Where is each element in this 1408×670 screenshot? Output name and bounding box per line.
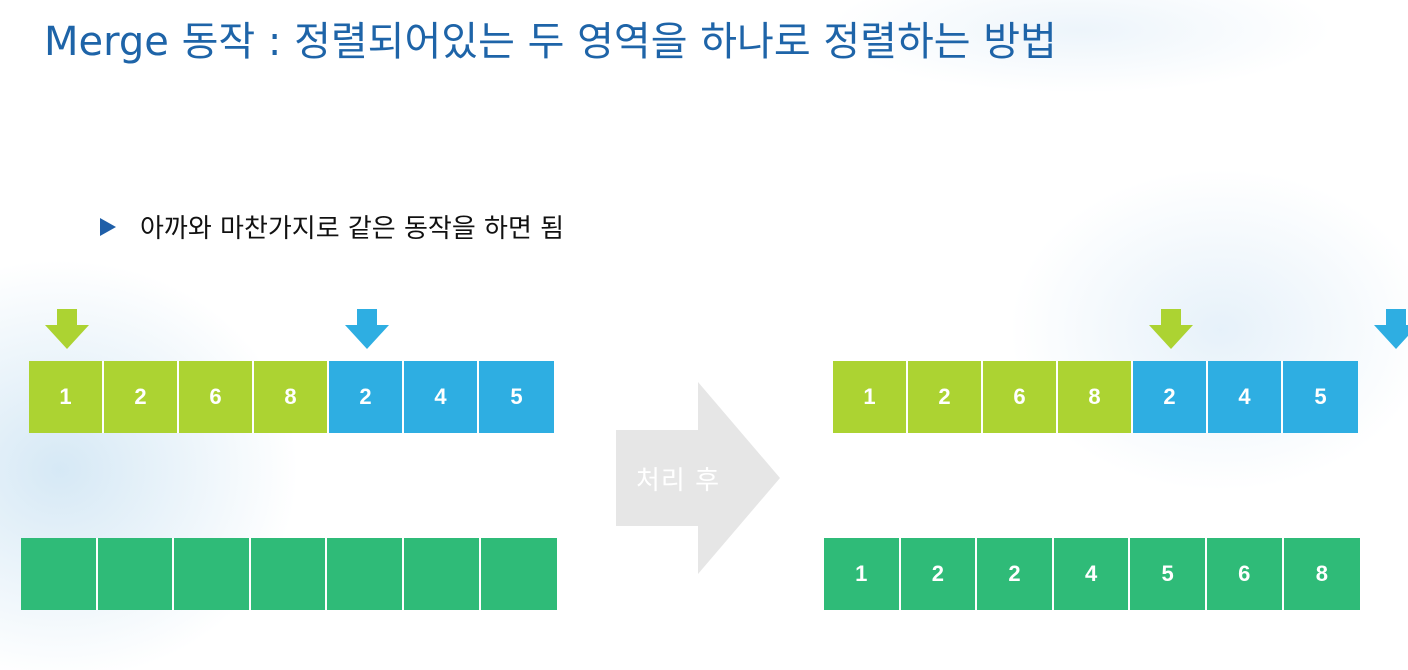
- process-arrow-label: 처리 후: [635, 466, 721, 496]
- before-source-cell: 6: [179, 361, 254, 433]
- process-arrow: 처리 후: [616, 382, 780, 574]
- before-source-cell: 1: [29, 361, 104, 433]
- after-source-cell: 5: [1283, 361, 1358, 433]
- before-result-cell: [327, 538, 404, 610]
- after-result-cell: 8: [1283, 538, 1361, 610]
- before-result-array: [21, 538, 558, 610]
- before-source-cell: 5: [479, 361, 554, 433]
- after-source-cell: 8: [1058, 361, 1133, 433]
- triangle-right-icon: [100, 217, 116, 236]
- after-result-cell: 2: [900, 538, 978, 610]
- after-result-cell: 5: [1130, 538, 1207, 610]
- right-pointer-arrow-icon: [1373, 309, 1408, 349]
- after-source-cell: 2: [908, 361, 983, 433]
- after-source-cell: 1: [833, 361, 908, 433]
- bullet-point: 아까와 마찬가지로 같은 동작을 하면 됨: [100, 208, 564, 245]
- before-source-cell: 8: [254, 361, 329, 433]
- right-pointer-arrow-icon: [344, 309, 389, 349]
- before-result-cell: [174, 538, 251, 610]
- before-result-cell: [21, 538, 98, 610]
- before-source-cell: 2: [104, 361, 179, 433]
- after-result-cell: 1: [824, 538, 901, 610]
- after-result-cell: 2: [977, 538, 1054, 610]
- before-result-cell: [250, 538, 328, 610]
- before-result-cell: [403, 538, 481, 610]
- after-source-cell: 2: [1133, 361, 1208, 433]
- after-result-cell: 4: [1053, 538, 1131, 610]
- before-result-cell: [97, 538, 175, 610]
- after-result-cell: 6: [1206, 538, 1284, 610]
- bullet-text: 아까와 마찬가지로 같은 동작을 하면 됨: [140, 214, 565, 244]
- process-arrow-icon: [616, 382, 780, 574]
- after-source-cell: 6: [983, 361, 1058, 433]
- before-result-cell: [480, 538, 558, 610]
- before-source-cell: 4: [404, 361, 479, 433]
- after-source-cell: 4: [1208, 361, 1283, 433]
- left-pointer-arrow-icon: [1148, 309, 1193, 349]
- left-pointer-arrow-icon: [44, 309, 89, 349]
- slide-title: Merge 동작 : 정렬되어있는 두 영역을 하나로 정렬하는 방법: [44, 19, 1057, 65]
- before-source-cell: 2: [329, 361, 404, 433]
